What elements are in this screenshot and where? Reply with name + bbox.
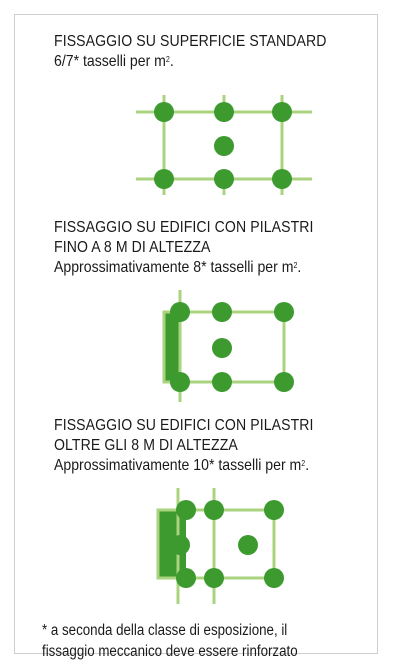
- section-title: FINO A 8 M DI ALTEZZA: [54, 239, 211, 256]
- section-standard: FISSAGGIO SU SUPERFICIE STANDARD 6/7* ta…: [54, 32, 364, 72]
- section-description: 6/7* tasselli per m2.: [54, 53, 174, 70]
- fixing-pattern-pillars-over-8m: [156, 488, 284, 604]
- anchor-dot: [204, 568, 224, 588]
- anchor-dot: [274, 372, 294, 392]
- fixing-pattern-standard: [136, 95, 312, 195]
- anchor-dot: [272, 102, 292, 122]
- anchor-dot: [154, 169, 174, 189]
- anchor-dot: [212, 338, 232, 358]
- section-pillars-up-to-8m: FISSAGGIO SU EDIFICI CON PILASTRI FINO A…: [54, 218, 349, 278]
- anchor-dot: [170, 535, 190, 555]
- footnote-line: * a seconda della classe di esposizione,…: [42, 622, 288, 639]
- section-title: FISSAGGIO SU EDIFICI CON PILASTRI: [54, 219, 314, 236]
- anchor-dot: [154, 102, 174, 122]
- anchor-dot: [170, 372, 190, 392]
- anchor-dot: [204, 500, 224, 520]
- anchor-dot: [264, 500, 284, 520]
- section-description: Approssimativamente 10* tasselli per m2.: [54, 457, 310, 474]
- anchor-dot: [264, 568, 284, 588]
- anchor-dot: [176, 500, 196, 520]
- anchor-dot: [272, 169, 292, 189]
- anchor-dot: [214, 169, 234, 189]
- anchor-dot: [212, 372, 232, 392]
- anchor-dot: [214, 136, 234, 156]
- footnote-line: fissaggio meccanico deve essere rinforza…: [42, 643, 298, 660]
- anchor-dot: [170, 302, 190, 322]
- footnote: * a seconda della classe di esposizione,…: [42, 620, 298, 662]
- anchor-dot: [274, 302, 294, 322]
- panel-frame: [14, 14, 378, 654]
- anchor-dot: [238, 535, 258, 555]
- section-title: FISSAGGIO SU EDIFICI CON PILASTRI: [54, 417, 314, 434]
- section-title: OLTRE GLI 8 M DI ALTEZZA: [54, 437, 238, 454]
- section-title: FISSAGGIO SU SUPERFICIE STANDARD: [54, 33, 327, 50]
- anchor-dot: [176, 568, 196, 588]
- anchor-dot: [212, 302, 232, 322]
- section-description: Approssimativamente 8* tasselli per m2.: [54, 259, 302, 276]
- fixing-pattern-pillars-up-to-8m: [162, 290, 294, 402]
- section-pillars-over-8m: FISSAGGIO SU EDIFICI CON PILASTRI OLTRE …: [54, 416, 349, 476]
- anchor-dot: [214, 102, 234, 122]
